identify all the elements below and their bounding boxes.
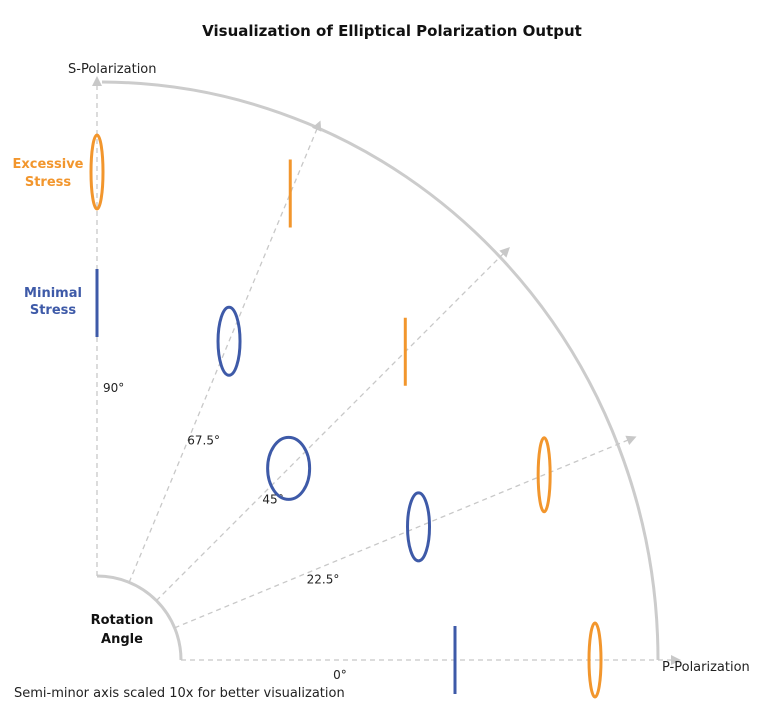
center-label-line-1: Rotation — [91, 613, 154, 628]
legend-minimal-line-1: Minimal — [24, 286, 82, 301]
ray-arrowhead — [499, 247, 510, 258]
ray-arrowhead — [625, 435, 637, 445]
excessive-stress-mark — [89, 133, 105, 211]
ray-arrowhead — [671, 655, 681, 665]
minimal-stress-mark — [266, 435, 312, 501]
legend-excessive-line-1: Excessive — [12, 157, 83, 172]
minimal-stress-mark — [406, 491, 432, 563]
angle-rays: 0° 22.5° 45° 67.5° 90° — [92, 76, 681, 682]
excessive-stress-mark — [587, 621, 603, 699]
angle-label: 45° — [262, 493, 283, 507]
polarization-shapes — [89, 133, 603, 699]
ray-arrowhead — [92, 76, 102, 86]
angle-label: 22.5° — [307, 573, 340, 587]
outer-arc — [101, 80, 660, 661]
legend-excessive-line-2: Stress — [25, 175, 72, 190]
minimal-stress-mark — [216, 305, 242, 377]
ray-45 — [155, 250, 507, 602]
ray-arrowhead — [312, 120, 322, 132]
footnote: Semi-minor axis scaled 10x for better vi… — [14, 686, 345, 701]
ray-22-5 — [174, 438, 632, 629]
p-polarization-label: P-Polarization — [662, 660, 750, 675]
legend-minimal-line-2: Stress — [30, 303, 77, 318]
s-polarization-label: S-Polarization — [68, 62, 157, 77]
angle-label: 67.5° — [187, 433, 220, 447]
ray-67-5 — [128, 125, 319, 583]
angle-label: 90° — [103, 381, 124, 395]
diagram-title: Visualization of Elliptical Polarization… — [202, 22, 582, 40]
angle-label: 0° — [333, 668, 347, 682]
center-label-line-2: Angle — [101, 632, 143, 647]
excessive-stress-mark — [536, 436, 552, 514]
